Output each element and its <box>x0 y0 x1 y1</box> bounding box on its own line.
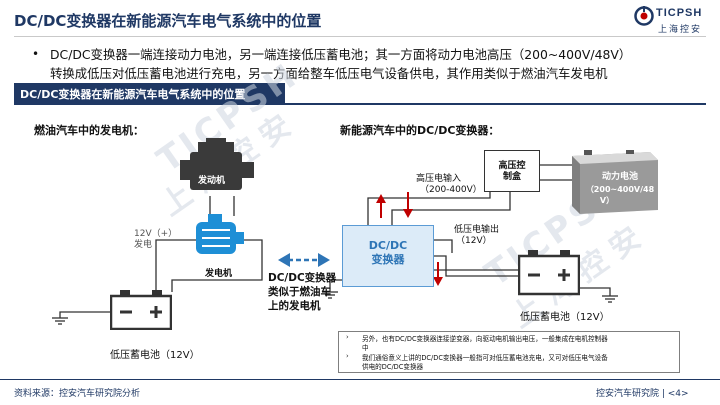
logo-mark-icon <box>634 6 654 26</box>
fuel-car-heading: 燃油汽车中的发电机： <box>34 124 144 137</box>
ev-battery-icon <box>518 250 580 296</box>
dcdc-label-2: 变换器 <box>371 253 405 266</box>
footer-source: 资料来源：控安汽车研究院分析 <box>14 389 141 399</box>
note-2-line-2: 供电的DC/DC变换器 <box>362 363 424 371</box>
logo-subtitle: 上海控安 <box>658 25 703 35</box>
panel-title: DC/DC变换器在新能源汽车电气系统中的位置 <box>20 88 246 101</box>
slide-title: DC/DC变换器在新能源汽车电气系统中的位置 <box>14 12 322 30</box>
title-divider <box>14 36 706 37</box>
note-2-marker: › <box>346 352 349 360</box>
fuel-voltage-line-2: 发电 <box>134 240 153 250</box>
note-1-marker: › <box>346 333 349 341</box>
notes-box <box>338 331 680 373</box>
engine-icon <box>180 138 254 190</box>
bullet-marker: • <box>32 47 40 61</box>
hv-box-label-2: 制盒 <box>502 172 521 182</box>
hv-control-box <box>484 150 540 192</box>
bullet-line-1: DC/DC变换器一端连接动力电池，另一端连接低压蓄电池；其一方面将动力电池高压（… <box>50 47 632 62</box>
logo-wordmark: TICPSH <box>656 7 703 19</box>
note-1-line-1: 另外，也有DC/DC变换器连接逆变器，向驱动电机输出电压，一般集成在电机控制器 <box>362 335 608 343</box>
comparison-line-1: DC/DC变换器 <box>268 272 337 284</box>
panel-title-bar <box>14 83 285 103</box>
fuel-battery-label: 低压蓄电池（12V） <box>110 350 200 361</box>
fuel-car-battery-icon <box>110 290 172 330</box>
footer-divider <box>0 379 720 380</box>
bullet-line-2: 转换成低压对低压蓄电池进行充电，另一方面给整车低压电气设备供电，其作用类似于燃油… <box>50 66 608 81</box>
comparison-line-3: 上的发电机 <box>268 300 321 312</box>
comparison-arrow-icon <box>278 253 330 267</box>
generator-label: 发电机 <box>205 269 233 279</box>
engine-label: 发动机 <box>198 176 226 186</box>
hv-input-label-1: 高压电输入 <box>416 174 462 184</box>
dcdc-label-1: DC/DC <box>368 239 408 252</box>
ev-battery-label: 低压蓄电池（12V） <box>520 312 610 323</box>
power-battery-label-1: 动力电池 <box>601 172 638 182</box>
lv-output-label-1: 低压电输出 <box>454 225 500 235</box>
note-1-line-2: 中 <box>362 344 369 352</box>
brand-logo: TICPSH 上海控安 <box>634 4 714 38</box>
fuel-voltage-line-1: 12V（+） <box>134 229 178 239</box>
power-battery-label-2: （200~400V/48 <box>585 185 655 194</box>
footer-page: 控安汽车研究院 | <4> <box>596 389 689 399</box>
note-2-line-1: 我们通俗意义上讲的DC/DC变换器一般指可对低压蓄电池充电，又可对低压电气设备 <box>362 354 608 362</box>
hv-box-label-1: 高压控 <box>498 161 526 171</box>
hv-input-label-2: （200-400V） <box>420 185 482 195</box>
panel-divider <box>14 103 706 105</box>
generator-icon <box>196 214 244 254</box>
dcdc-converter-box <box>342 225 434 287</box>
power-battery-label-3: V） <box>599 196 615 205</box>
lv-output-label-2: （12V） <box>456 236 492 246</box>
ev-heading: 新能源汽车中的DC/DC变换器： <box>340 124 500 137</box>
comparison-line-2: 类似于燃油车 <box>268 286 331 298</box>
power-battery-icon <box>572 150 658 214</box>
